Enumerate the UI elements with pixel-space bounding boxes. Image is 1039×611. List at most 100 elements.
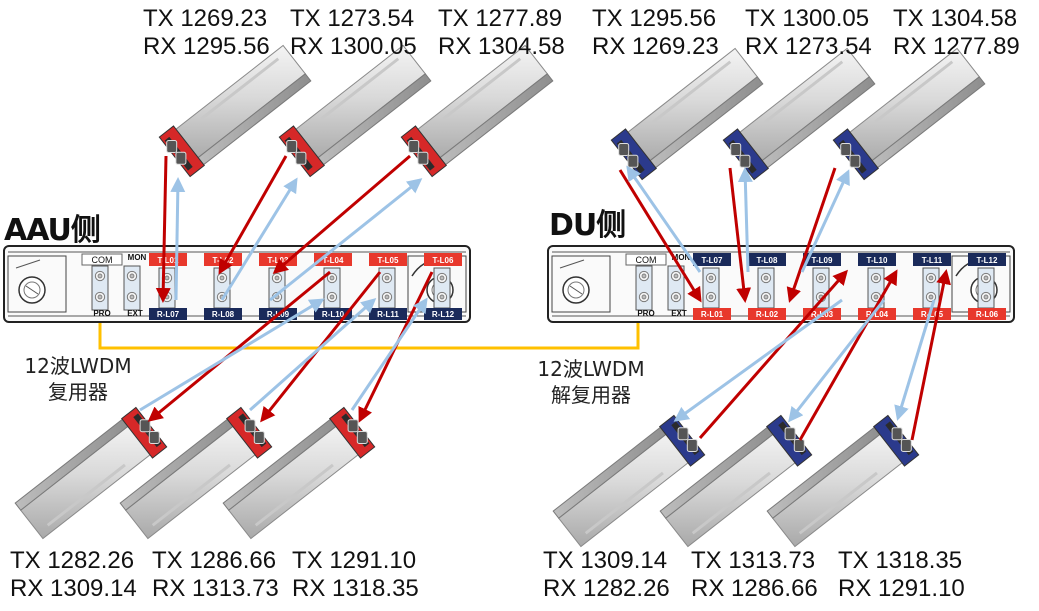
sfp-groove xyxy=(254,463,334,527)
ear-detail xyxy=(15,259,41,269)
du-top-sfp-1 xyxy=(610,47,764,181)
bottom-port-label-bg xyxy=(968,308,1006,320)
port-hole xyxy=(705,291,717,303)
du-bottom-module-1-label: TX 1309.14 RX 1282.26 xyxy=(543,547,670,603)
left-mount-screw-inner xyxy=(567,281,585,299)
port-hole xyxy=(980,272,992,284)
tx-fiber xyxy=(147,270,331,422)
rx-wavelength: RX 1309.14 xyxy=(10,575,137,602)
sfp-body xyxy=(844,47,981,166)
tx-wavelength: TX 1295.56 xyxy=(592,5,717,32)
top-port-label: T-L09 xyxy=(812,256,833,265)
lc-receptacle xyxy=(891,427,903,441)
aau-device-label-line2: 复用器 xyxy=(48,380,108,404)
bottom-port-label-bg xyxy=(424,308,462,320)
port-hole xyxy=(326,291,338,303)
port-hole xyxy=(216,272,228,284)
sfp-body xyxy=(290,44,427,163)
lc-receptacle xyxy=(253,431,265,444)
port-hole xyxy=(381,291,393,303)
aau-bottom-sfp-2 xyxy=(119,406,273,540)
com-label-box xyxy=(625,253,667,266)
tx-wavelength: TX 1273.54 xyxy=(290,5,415,32)
aau-device-label-line1: 12波LWDM xyxy=(24,354,132,378)
tx-fiber xyxy=(786,167,837,303)
com-label-box xyxy=(81,253,123,266)
rx-fiber xyxy=(626,165,702,273)
lc-receptacle xyxy=(618,143,630,156)
aau-bottom-module-2-label: TX 1286.66 RX 1313.73 xyxy=(152,547,279,603)
screw-slot xyxy=(569,285,583,295)
top-port-label: T-L05 xyxy=(378,256,399,265)
top-port-label-bg xyxy=(369,253,407,266)
top-port-label: T-L12 xyxy=(977,256,998,265)
bottom-port-label: R-L02 xyxy=(756,310,779,319)
lc-receptacle xyxy=(784,427,796,441)
du-bottom-sfp-1 xyxy=(552,414,706,548)
left-mount-ear xyxy=(7,255,67,313)
tx-wavelength: TX 1277.89 xyxy=(438,5,563,32)
rx-fiber xyxy=(269,178,423,302)
du-device-label: 12波LWDM 解复用器 xyxy=(516,356,666,408)
tx-wavelength: TX 1291.10 xyxy=(292,547,417,574)
top-port-label-bg xyxy=(424,253,462,266)
port-hole xyxy=(638,291,650,303)
rx-wavelength: RX 1295.56 xyxy=(143,33,270,60)
bottom-port-label-bg xyxy=(748,308,786,320)
top-port-label-bg xyxy=(968,253,1006,266)
com-fiber-link xyxy=(98,300,640,350)
bottom-port-label: R-L07 xyxy=(157,310,180,319)
du-top-module-1-label: TX 1295.56 RX 1269.23 xyxy=(592,5,719,61)
tx-wavelength: TX 1282.26 xyxy=(10,547,135,574)
lc-receptacle xyxy=(175,151,187,165)
aau-wdm-panel: COMMONPROEXTT-L01R-L07T-L02R-L08T-L03R-L… xyxy=(3,245,471,323)
rx-wavelength: RX 1282.26 xyxy=(543,575,670,602)
port-hole xyxy=(126,291,138,303)
port-hole xyxy=(670,270,682,282)
top-port-label-bg xyxy=(913,253,951,266)
port-hole xyxy=(870,272,882,284)
sfp-groove xyxy=(691,471,771,535)
du-wdm-panel: COMMONPROEXTT-L07R-L01T-L08R-L02T-L09R-L… xyxy=(547,245,1015,323)
rx-fiber xyxy=(139,298,325,412)
sfp-groove xyxy=(874,60,954,124)
aau-bottom-module-3-label: TX 1291.10 RX 1318.35 xyxy=(292,547,419,603)
rx-fiber xyxy=(249,298,377,412)
aau-side-title: AAU侧 xyxy=(4,213,101,248)
rx-fiber xyxy=(800,169,850,273)
lc-receptacle xyxy=(417,151,429,165)
port-hole xyxy=(705,272,717,284)
port-hole xyxy=(126,270,138,282)
port-hole xyxy=(638,270,650,282)
aau-bottom-sfp-1 xyxy=(14,406,168,540)
bottom-port-label: R-L12 xyxy=(432,310,455,319)
rx-fiber xyxy=(788,299,886,423)
bottom-port-label: R-L04 xyxy=(866,310,889,319)
lc-receptacle xyxy=(166,140,178,153)
tx-fiber xyxy=(728,167,752,303)
bottom-port-label: R-L06 xyxy=(976,310,999,319)
aau-top-module-3-label: TX 1277.89 RX 1304.58 xyxy=(438,5,565,61)
tx-wavelength: TX 1318.35 xyxy=(838,547,963,574)
lc-receptacle xyxy=(356,431,368,444)
rx-fiber xyxy=(220,177,298,301)
com-fiber-path xyxy=(98,300,640,350)
mon-label: MON xyxy=(128,253,147,262)
lc-receptacle xyxy=(139,419,151,433)
port-hole xyxy=(670,291,682,303)
sfp-groove xyxy=(798,471,878,535)
bottom-port-label-bg xyxy=(369,308,407,320)
top-port-label-bg xyxy=(803,253,841,266)
lc-receptacle xyxy=(347,419,359,433)
lc-receptacle xyxy=(686,439,698,452)
du-top-module-3-label: TX 1304.58 RX 1277.89 xyxy=(893,5,1020,61)
left-mount-ear xyxy=(551,255,611,313)
tx-wavelength: TX 1269.23 xyxy=(143,5,268,32)
port-hole xyxy=(94,291,106,303)
aau-bottom-module-1-label: TX 1282.26 RX 1309.14 xyxy=(10,547,137,603)
rx-wavelength: RX 1291.10 xyxy=(838,575,965,602)
port-hole xyxy=(436,291,448,303)
port-hole xyxy=(381,272,393,284)
rx-fiber xyxy=(170,177,186,301)
